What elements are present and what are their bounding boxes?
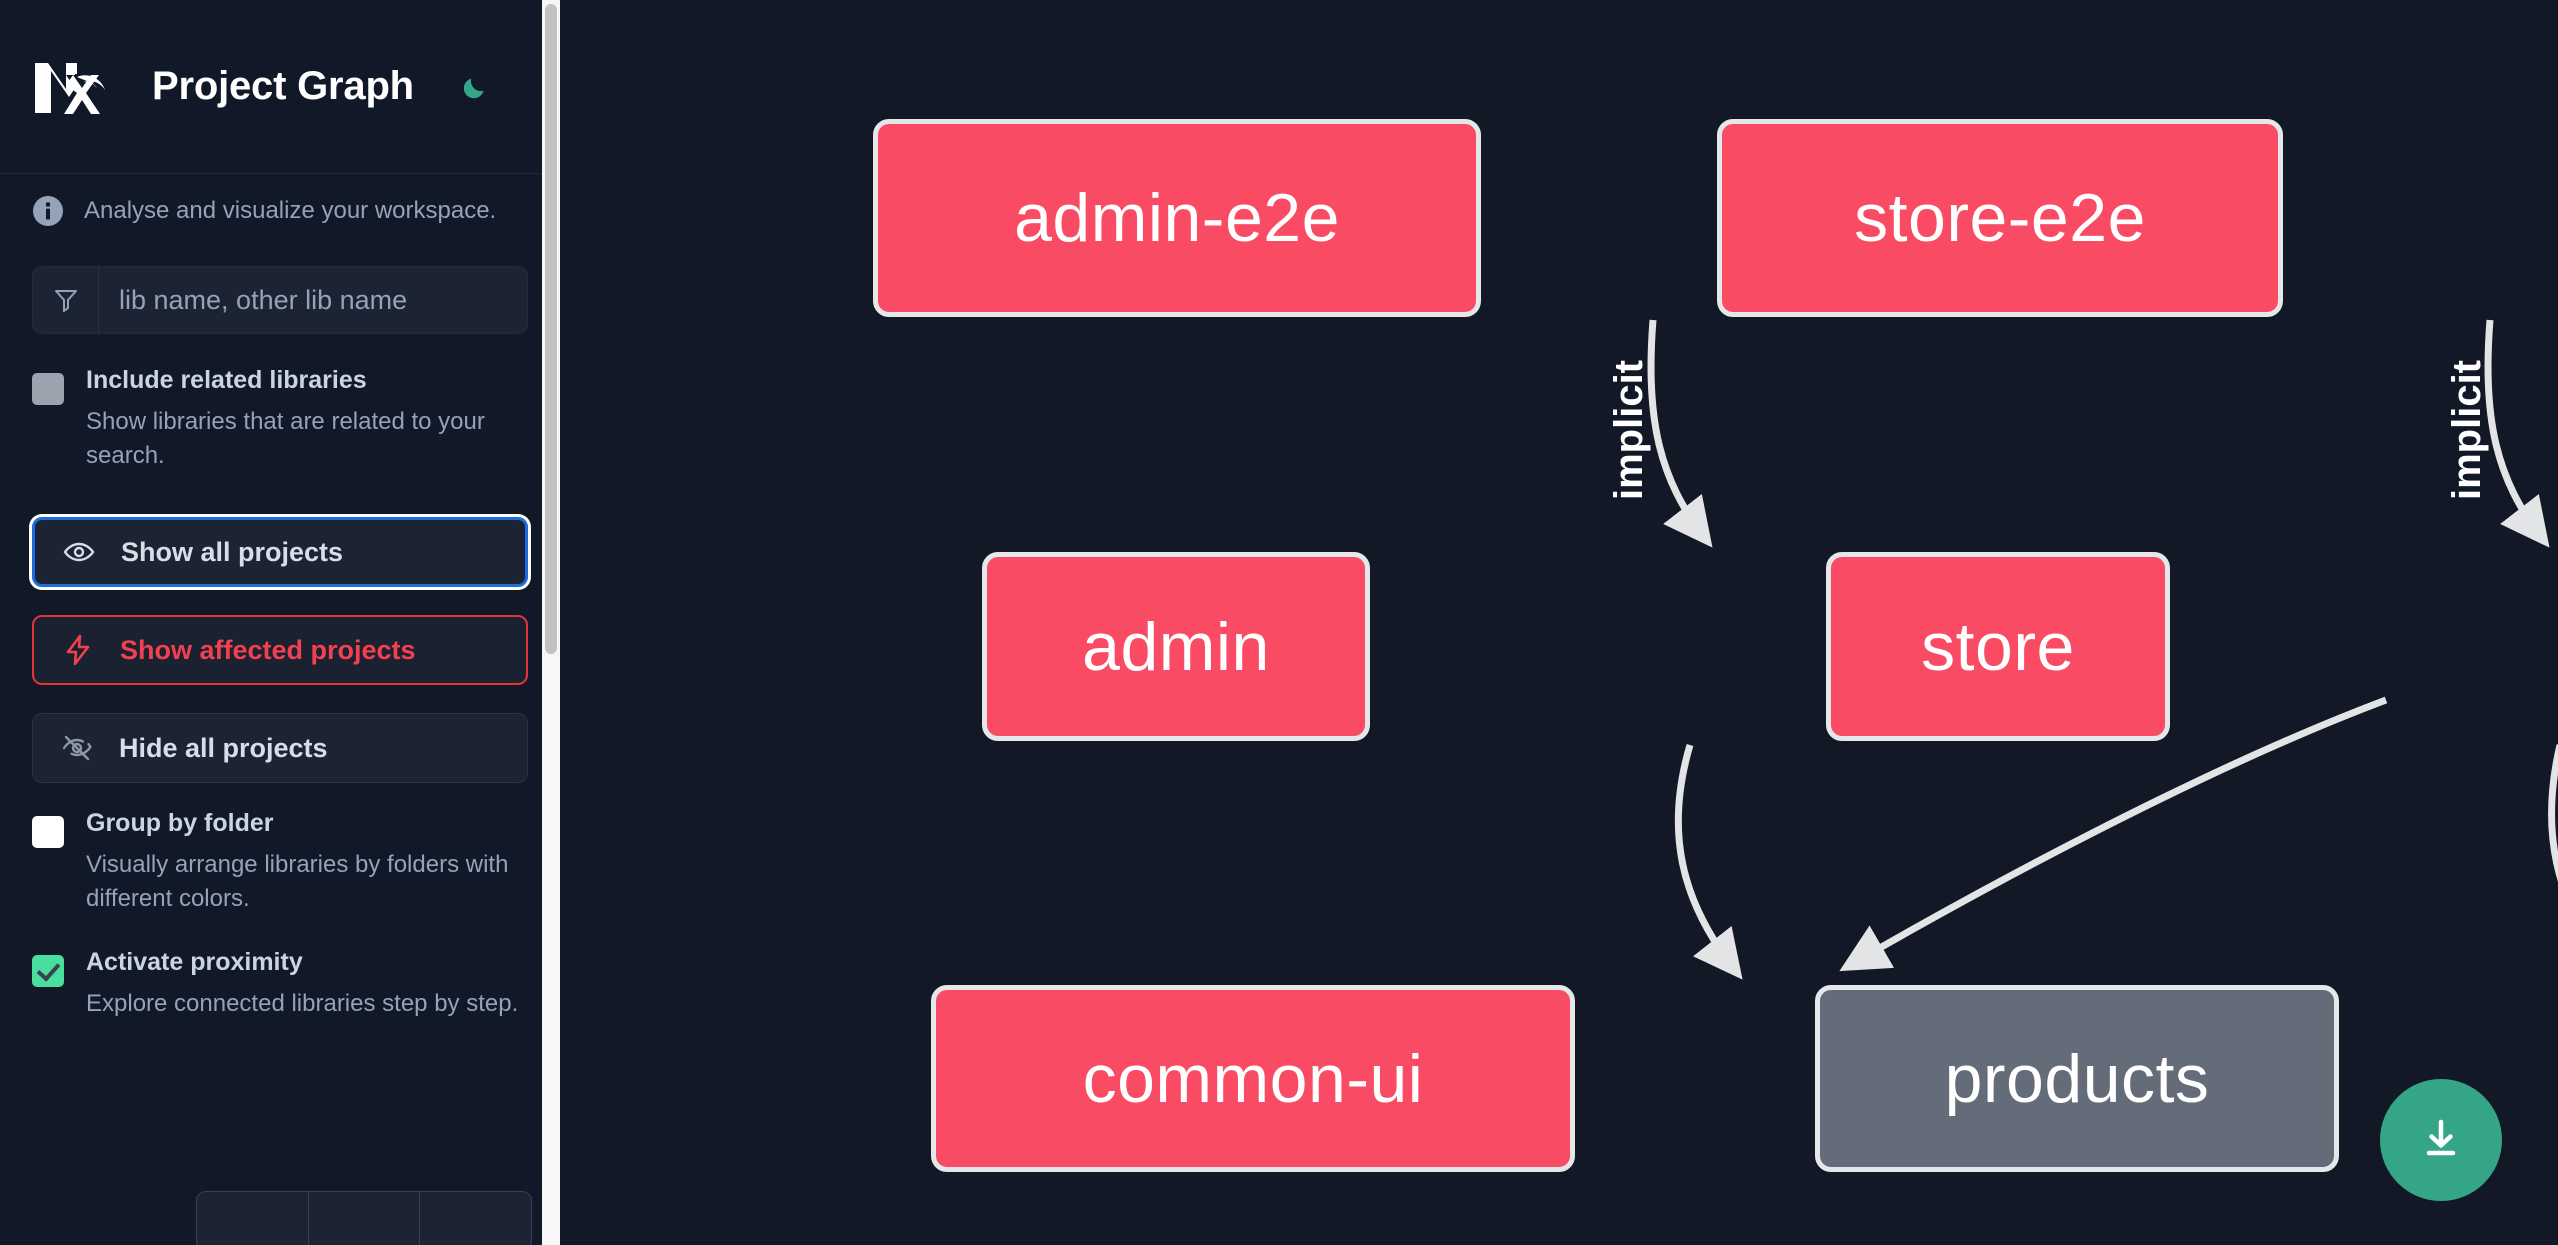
sidebar-scrollbar[interactable] [542,0,560,1245]
graph-node-products[interactable]: products [1815,985,2339,1172]
download-graph-button[interactable] [2380,1079,2502,1201]
search-input[interactable] [99,267,527,333]
graph-node-label: common-ui [1082,1040,1424,1117]
eye-icon [61,534,97,570]
option-label: Activate proximity [86,948,303,977]
edge-store-to-products [2548,744,2558,882]
lightning-icon [60,632,96,668]
graph-node-common-ui[interactable]: common-ui [931,985,1575,1172]
edge-label-implicit: implicit [1607,360,1651,500]
graph-node-admin[interactable]: admin [982,552,1370,741]
sidebar-tagline-text: Analyse and visualize your workspace. [84,197,497,224]
graph-node-label: store [1921,608,2075,685]
option-description: Visually arrange libraries by folders wi… [86,851,509,913]
edge-store-to-common-ui [1839,696,2388,972]
show-all-projects-label: Show all projects [121,536,344,567]
nx-logo-icon [32,59,108,114]
hide-all-projects-label: Hide all projects [119,732,328,763]
sidebar-scroll-area: Project Graph Analyse and visualize yo [0,0,560,1245]
graph-node-store[interactable]: store [1826,552,2170,741]
info-icon [32,195,64,227]
option-activate-proximity[interactable]: Activate proximity Explore connected lib… [32,950,528,1021]
show-affected-projects-button[interactable]: Show affected projects [32,615,528,686]
proximity-step-segmented-control[interactable] [196,1191,532,1245]
graph-node-label: store-e2e [1854,180,2146,256]
edge-admin-e2e-to-admin [1647,319,1713,548]
include-related-libraries-checkbox[interactable] [32,373,64,405]
show-all-projects-button[interactable]: Show all projects [32,517,528,588]
graph-node-label: admin-e2e [1014,180,1340,256]
edge-admin-to-common-ui [1674,744,1743,980]
show-affected-projects-label: Show affected projects [120,634,416,665]
option-description: Show libraries that are related to your … [86,408,485,470]
activate-proximity-checkbox[interactable] [32,955,64,988]
graph-canvas[interactable]: implicit implicit admin-e2e store-e2e admi… [560,0,2558,1245]
sidebar: Project Graph Analyse and visualize yo [0,0,560,1245]
edge-label-implicit: implicit [2445,360,2489,500]
sidebar-tagline: Analyse and visualize your workspace. [0,174,560,248]
graph-node-admin-e2e[interactable]: admin-e2e [873,119,1481,317]
option-include-related-libraries[interactable]: Include related libraries Show libraries… [32,368,528,473]
graph-edges-layer: implicit implicit [1605,319,2558,980]
option-label: Include related libraries [86,366,367,394]
option-description: Explore connected libraries step by step… [86,990,519,1018]
sidebar-body: Include related libraries Show libraries… [0,248,560,1021]
graph-node-store-e2e[interactable]: store-e2e [1717,119,2283,317]
hide-all-projects-button[interactable]: Hide all projects [32,713,528,784]
graph-node-label: admin [1082,608,1270,685]
option-label: Group by folder [86,809,274,838]
group-by-folder-checkbox[interactable] [32,816,64,849]
segment-decrease[interactable] [197,1192,309,1245]
project-visibility-buttons: Show all projects Show affected projects [32,517,528,784]
filter-funnel-icon[interactable] [33,267,99,333]
download-icon [2418,1115,2464,1166]
page-title: Project Graph [152,64,414,108]
eye-off-icon [59,730,95,766]
sidebar-header: Project Graph [0,0,560,174]
search-filter-box [32,266,528,334]
graph-node-label: products [1944,1040,2210,1117]
moon-icon[interactable] [456,67,496,107]
option-group-by-folder[interactable]: Group by folder Visually arrange librari… [32,811,528,916]
segment-increase[interactable] [420,1192,531,1245]
sidebar-scrollbar-thumb[interactable] [545,4,557,654]
segment-value[interactable] [309,1192,421,1245]
